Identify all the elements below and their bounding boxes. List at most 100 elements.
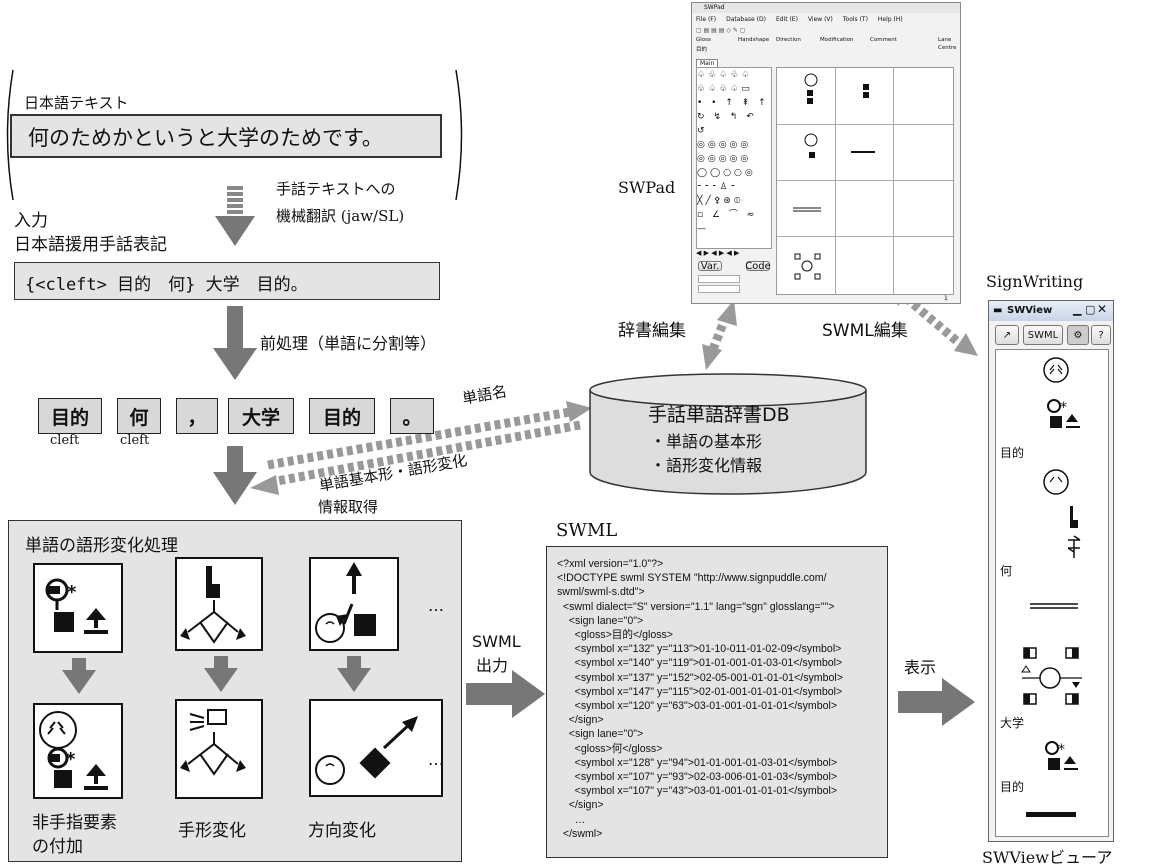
swml-output-label-2: 出力 [476,656,509,675]
minimize-icon[interactable]: ▁ [1073,303,1082,316]
swml-edit-label: SWML編集 [822,321,908,341]
display-arrow [898,678,975,726]
swview-titlebar: ▬ SWView ▁ ▢ ✕ [989,301,1113,321]
inflection-ellipsis-2: … [428,750,444,769]
sign-gloss: 何 [1000,564,1013,578]
swml-line: <gloss>何</gloss> [557,742,663,755]
swpad-input-2[interactable] [698,285,740,293]
open-button[interactable]: ↗ [995,325,1019,345]
token-sub-cleft-2: cleft [120,433,150,448]
settings-button[interactable]: ⚙ [1067,325,1089,345]
swview-toolbar: ↗ SWML ⚙ ? [989,321,1113,345]
sign-cell-purpose[interactable]: * 目的 [996,350,1108,463]
sign-gloss: 大学 [1000,716,1025,730]
swml-line: <sign lane="0"> [557,728,644,741]
notation-box: {<cleft> 目的 何} 大学 目的。 [14,262,440,300]
swpad-menu-item[interactable]: Tools (T) [842,16,868,23]
swml-line: <!DOCTYPE swml SYSTEM "http://www.signpu… [557,572,827,585]
var-button[interactable]: Var. [698,261,722,272]
code-button[interactable]: Code [745,260,771,272]
swml-output-arrow [466,670,545,718]
maximize-icon[interactable]: ▢ [1085,303,1096,316]
swview-sign-list[interactable]: * 目的 何 大学 * 目的 。 [995,349,1109,837]
swml-line: </sign> [557,799,604,812]
swml-line: <symbol x="132" y="113">01-10-011-01-02-… [557,643,842,656]
swml-line: <symbol x="107" y="43">03-01-001-01-01-0… [557,785,838,798]
swview-title: SWView [1007,305,1053,316]
notation-text: {<cleft> 目的 何} 大学 目的。 [25,275,308,295]
palette-row: • • ↑ ⇞ ↑ [697,98,769,108]
swpad-page: 1 [944,295,948,302]
token-university: 大学 [228,398,294,434]
swpad-field-header: Modification [820,37,854,43]
sign-cell-purpose-2[interactable]: * 目的 [996,732,1108,799]
svg-text:*: * [1060,400,1067,416]
swpad-input-1[interactable] [698,275,740,283]
input-label: 入力 [14,211,48,231]
preprocess-arrow [213,306,257,380]
swpad-menu-item[interactable]: Help (H) [877,16,903,23]
token-sub-cleft-1: cleft [50,433,80,448]
palette-row: ♧♤♧♤▭ [697,84,753,94]
swpad-symbol-palette[interactable]: ♤♧♤♧♤ ♧♤♧♤▭ • • ↑ ⇞ ↑ ↻ ↯ ↰ ↶ ↺ ◎◎◎◎◎ ◎◎… [696,67,772,249]
swpad-window: SWPad File (F) Database (D) Edit (E) View (… [691,2,961,304]
token-comma: ， [176,398,218,434]
col1-label-2: の付加 [32,837,83,857]
swml-line: … [557,813,586,826]
swml-line: <symbol x="120" y="63">03-01-001-01-01-0… [557,700,838,713]
palette-nav[interactable]: ◀ ▶ ◀ ▶ ◀ ▶ [696,249,740,257]
swview-viewer-label: SWViewビューア [982,848,1113,867]
sign-cell-period[interactable]: 。 [996,798,1108,837]
swml-line: <symbol x="137" y="152">02-05-001-01-01-… [557,671,843,684]
swml-line: <gloss>目的</gloss> [557,629,673,642]
swpad-menu-item[interactable]: View (V) [807,16,833,23]
swml-line: <symbol x="147" y="115">02-01-001-01-01-… [557,685,843,698]
palette-row: ◎◎◎◎◎ [697,154,752,164]
palette-row: ◯◯○○◎ [697,168,756,178]
sign-gloss: 。 [1000,828,1013,837]
preprocess-label: 前処理（単語に分割等） [260,334,437,353]
jp-text-label: 日本語テキスト [24,94,129,112]
palette-row: ╳╱⚴⊛⦶ [697,196,744,206]
swpad-menu-item[interactable]: File (F) [696,16,717,23]
token-period: 。 [390,398,434,434]
sign-cell-comma[interactable] [996,582,1108,633]
token-purpose: 目的 [38,398,102,434]
close-icon[interactable]: ✕ [1097,302,1108,316]
swml-button[interactable]: SWML [1023,325,1063,345]
swpad-gloss-value[interactable]: 目的 [696,47,708,53]
db-item1: ・単語の基本形 [650,432,763,451]
swpad-sign-canvas[interactable] [776,67,954,295]
swml-line: <sign lane="0"> [557,614,644,627]
swpad-toolbar[interactable]: ▢ ▤ ▤ ▤ ◇ ✎ ▢ [696,27,746,34]
notation-label: 日本語援用手話表記 [14,235,167,255]
swpad-menubar[interactable]: File (F) Database (D) Edit (E) View (V) Tool… [692,13,960,27]
sign-cell-university[interactable]: 大学 [996,632,1108,733]
palette-row: ↻ ↯ ↰ ↶ ↺ [697,112,757,136]
col3-label: 方向変化 [308,821,376,841]
swview-app-icon: ▬ [993,305,1003,316]
swml-line: </sign> [557,714,604,727]
db-item2: ・語形変化情報 [650,456,763,475]
basic-form-label-1: 単語基本形・語形変化 [317,451,469,495]
help-button[interactable]: ? [1091,325,1111,345]
dict-edit-dashed-arrow [702,300,737,370]
swml-line: <symbol x="140" y="119">01-01-001-01-03-… [557,657,843,670]
mt-label-line2: 機械翻訳 (jaw/SL) [276,207,405,225]
swpad-label: SWPad [618,178,676,197]
inflection-ellipsis-1: … [428,596,444,615]
palette-row: ◎◎◎◎◎ [697,140,752,150]
signwriting-label: SignWriting [986,272,1084,291]
swpad-titlebar: SWPad [692,3,960,13]
swpad-menu-item[interactable]: Edit (E) [775,16,798,23]
swpad-title: SWPad [704,4,725,11]
swml-line: <symbol x="107" y="93">02-03-006-01-01-0… [557,771,838,784]
swpad-menu-item[interactable]: Database (D) [726,16,766,23]
swml-code-box: <?xml version="1.0"?><!DOCTYPE swml SYST… [546,546,888,858]
token-what: 何 [117,398,161,434]
palette-row: ♤♧♤♧♤ [697,70,753,80]
sign-cell-what[interactable]: 何 [996,462,1108,583]
inflection-title: 単語の語形変化処理 [25,536,178,556]
word-name-label: 単語名 [460,382,509,408]
swpad-lane-value[interactable]: Centre [938,45,957,51]
